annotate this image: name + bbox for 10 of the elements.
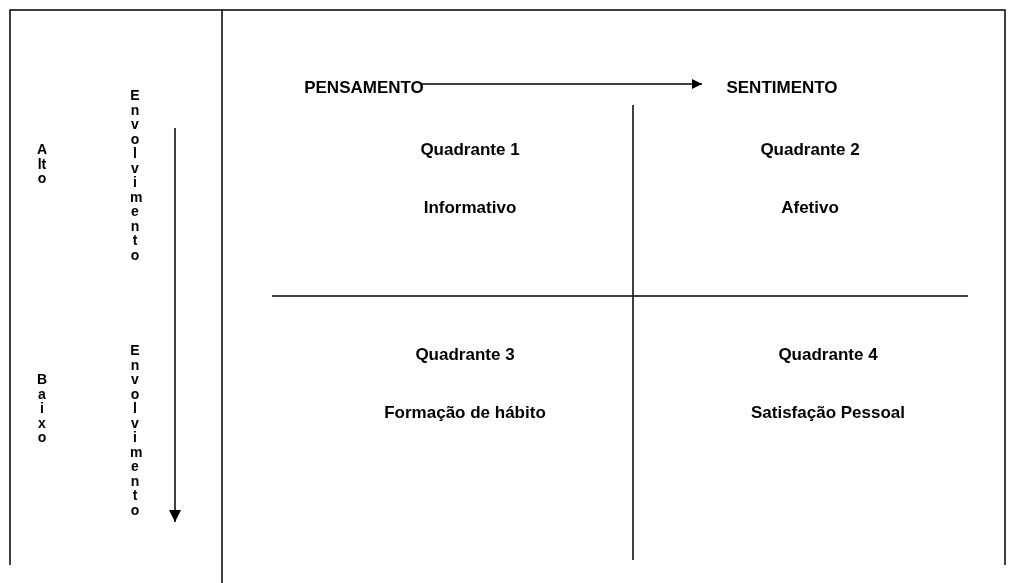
- quadrant-text: Quadrante 3 Formação de hábito: [370, 345, 560, 423]
- quadrant-text: Quadrante 2 Afetivo: [730, 140, 890, 218]
- axis-heading: SENTIMENTO: [722, 78, 842, 98]
- quadrant-text: Quadrante 1 Informativo: [390, 140, 550, 218]
- axis-label: Baixo: [37, 372, 47, 445]
- axis-label: Alto: [37, 142, 47, 186]
- quadrant-text: Quadrante 4 Satisfação Pessoal: [728, 345, 928, 423]
- axis-heading: PENSAMENTO: [304, 78, 424, 98]
- axis-label: Envolvimento: [130, 343, 140, 517]
- axis-label: Envolvimento: [130, 88, 140, 262]
